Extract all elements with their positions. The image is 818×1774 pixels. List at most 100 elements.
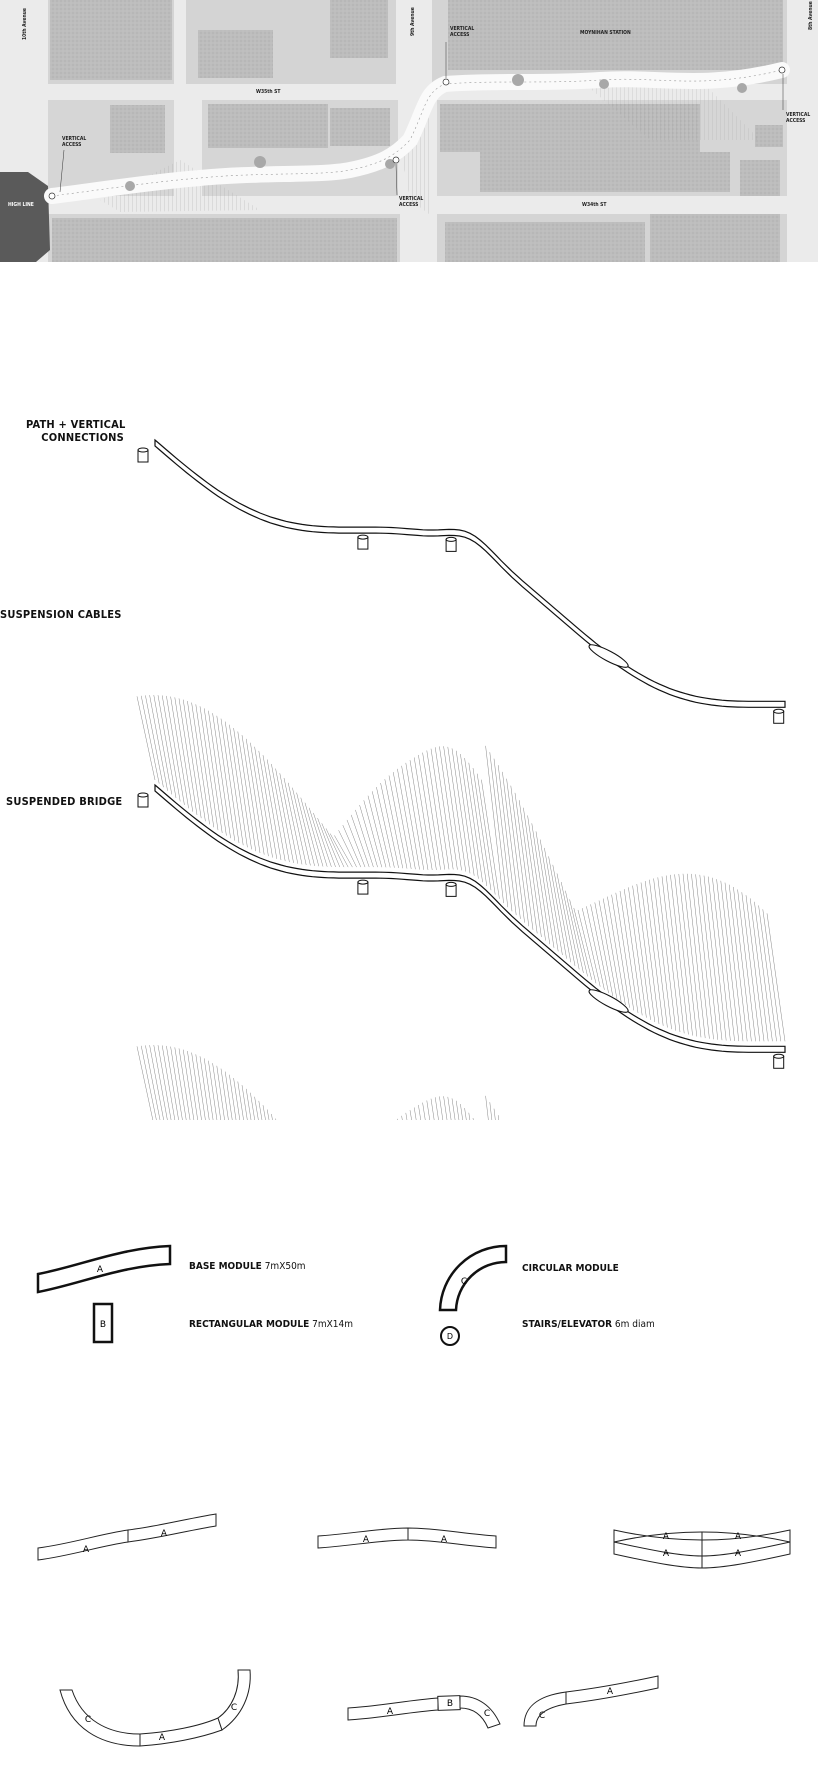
suspension-cable — [687, 873, 706, 1039]
suspension-cable — [766, 913, 786, 1042]
suspension-cable — [645, 881, 664, 1026]
suspension-cable — [418, 754, 437, 870]
suspension-cable — [502, 771, 521, 919]
combo-c-a-c — [139, 1717, 223, 1747]
suspension-cable — [464, 758, 483, 883]
building — [50, 0, 172, 80]
suspension-cable — [590, 904, 609, 994]
vertical-access-label: VERTICAL ACCESS — [62, 136, 87, 148]
suspension-cable — [372, 791, 391, 868]
suspension-cable — [573, 907, 592, 980]
combo-letter: C — [85, 1715, 91, 1725]
suspension-cable — [254, 746, 273, 858]
street-label-34th: W34th ST — [582, 202, 607, 208]
suspension-cable — [237, 731, 256, 852]
suspension-cable — [346, 819, 366, 868]
high-line-block — [0, 172, 50, 262]
suspension-cable — [250, 1092, 255, 1120]
suspension-cables-label: SUSPENSION CABLES — [0, 608, 122, 621]
column-top — [445, 536, 457, 542]
suspension-cable — [204, 1058, 214, 1120]
suspension-cable — [439, 1096, 444, 1120]
suspension-cable — [195, 1054, 206, 1120]
building — [740, 160, 780, 196]
rect-module-letter: B — [100, 1320, 106, 1330]
suspension-cable — [401, 765, 420, 870]
suspension-cable — [540, 839, 559, 952]
suspension-cable — [426, 1100, 430, 1120]
suspension-cable — [157, 1045, 172, 1120]
suspension-cable — [317, 818, 336, 868]
suspension-cable — [460, 753, 479, 879]
combo-c-a — [565, 1675, 659, 1705]
suspension-cable — [258, 1100, 263, 1120]
suspension-cable — [330, 833, 349, 868]
suspension-cable — [250, 742, 269, 857]
suspension-cable — [477, 773, 496, 895]
suspension-cable — [598, 900, 618, 1000]
vertical-access-marker — [778, 66, 786, 74]
connector-rays — [400, 110, 430, 215]
suspension-cable — [212, 1063, 221, 1120]
suspension-cable — [405, 762, 424, 870]
combo-letter: A — [441, 1535, 448, 1545]
suspension-cable — [258, 750, 277, 859]
suspension-cable — [384, 779, 403, 869]
suspension-cable — [678, 873, 697, 1037]
suspension-cable — [523, 807, 542, 938]
suspension-cable — [712, 877, 731, 1041]
combo-letter: C — [539, 1711, 545, 1721]
suspension-cable — [233, 1078, 241, 1120]
suspension-cable — [493, 1108, 496, 1120]
base-module-shape — [36, 1244, 172, 1294]
suspension-cable — [666, 875, 685, 1034]
suspension-cable — [170, 1046, 183, 1120]
street-label-35th: W35th ST — [256, 89, 281, 95]
combo-letter: A — [663, 1549, 670, 1559]
suspension-cable — [750, 898, 769, 1042]
suspension-cable — [699, 874, 718, 1040]
suspension-cable — [720, 880, 739, 1042]
suspension-cable — [653, 878, 672, 1030]
suspension-cable — [556, 873, 576, 966]
combo-letter: A — [159, 1733, 166, 1743]
suspension-cable — [309, 807, 328, 867]
path-split-lens — [588, 989, 629, 1013]
suspension-cable — [729, 884, 748, 1042]
suspension-cable — [493, 758, 513, 912]
suspension-cable — [367, 795, 387, 868]
suspension-cable — [267, 1109, 270, 1120]
suspension-cable — [506, 778, 525, 923]
suspension-cable — [178, 1048, 191, 1120]
suspension-cable — [649, 879, 668, 1028]
suspension-cable — [141, 695, 160, 784]
suspension-cable — [426, 750, 445, 870]
suspension-cable — [149, 1045, 164, 1120]
building — [330, 0, 388, 58]
suspension-cable — [498, 1115, 499, 1120]
suspension-cable — [485, 1095, 489, 1120]
suspension-cable — [443, 746, 462, 871]
building — [330, 108, 390, 146]
suspension-cable — [162, 695, 181, 802]
suspension-cable — [435, 1097, 439, 1120]
suspension-cable — [220, 1068, 229, 1120]
suspension-cable — [754, 901, 773, 1042]
suspension-cable — [531, 823, 550, 945]
suspension-cable — [624, 889, 643, 1016]
suspension-cable — [355, 809, 374, 868]
vertical-access-marker — [48, 192, 56, 200]
suspension-cable — [225, 1071, 233, 1120]
suspension-cable — [724, 882, 744, 1042]
suspension-cable — [485, 745, 504, 904]
suspension-cable — [657, 877, 676, 1031]
suspension-cable — [708, 876, 727, 1041]
suspension-cable — [199, 1056, 210, 1120]
base-module-caption: BASE MODULE 7mX50m — [189, 1261, 306, 1272]
suspension-cable — [548, 856, 567, 959]
suspension-cable — [737, 889, 756, 1042]
suspension-cable — [216, 1065, 225, 1120]
suspension-cable — [157, 695, 177, 798]
circular-module-shape — [438, 1244, 508, 1312]
vertical-access-marker — [442, 78, 450, 86]
